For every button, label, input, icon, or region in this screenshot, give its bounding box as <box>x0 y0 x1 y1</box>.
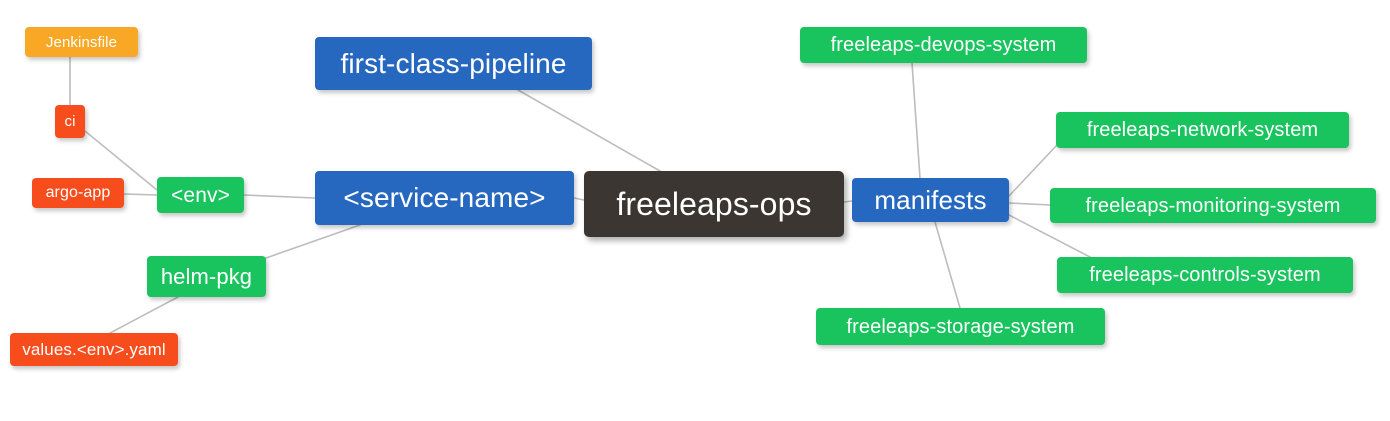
node-label: manifests <box>874 185 987 215</box>
node-label: argo-app <box>45 184 111 201</box>
node-argo-app[interactable]: argo-app <box>32 178 124 208</box>
node-label: ci <box>64 113 76 130</box>
node-freeleaps-ops[interactable]: freeleaps-ops <box>584 171 844 237</box>
node-label: first-class-pipeline <box>340 47 567 79</box>
node-env[interactable]: <env> <box>157 177 244 213</box>
node-manifests[interactable]: manifests <box>852 178 1009 222</box>
edge-helm-pkg-to-values-env-yaml <box>109 296 179 334</box>
edge-manifests-to-freeleaps-storage-system <box>934 221 961 309</box>
node-label: freeleaps-ops <box>616 186 812 222</box>
node-label: <service-name> <box>343 182 546 213</box>
node-label: values.<env>.yaml <box>22 340 166 359</box>
node-freeleaps-monitoring-system[interactable]: freeleaps-monitoring-system <box>1050 188 1376 223</box>
node-label: freeleaps-controls-system <box>1089 264 1321 286</box>
node-label: freeleaps-network-system <box>1086 119 1319 141</box>
edge-first-class-pipeline-to-freeleaps-ops <box>517 89 661 172</box>
node-freeleaps-network-system[interactable]: freeleaps-network-system <box>1056 112 1349 148</box>
node-freeleaps-storage-system[interactable]: freeleaps-storage-system <box>816 308 1105 345</box>
node-label: freeleaps-storage-system <box>846 315 1075 338</box>
edge-manifests-to-freeleaps-network-system <box>1008 145 1057 197</box>
node-label: helm-pkg <box>160 263 253 289</box>
node-freeleaps-controls-system[interactable]: freeleaps-controls-system <box>1057 257 1353 293</box>
node-label: Jenkinsfile <box>45 33 118 51</box>
node-label: freeleaps-devops-system <box>830 34 1057 56</box>
node-values-env-yaml[interactable]: values.<env>.yaml <box>10 333 178 366</box>
node-ci[interactable]: ci <box>55 105 85 138</box>
edge-manifests-to-freeleaps-devops-system <box>911 62 921 179</box>
node-freeleaps-devops-system[interactable]: freeleaps-devops-system <box>800 27 1087 63</box>
node-service-name[interactable]: <service-name> <box>315 171 574 225</box>
edge-freeleaps-ops-to-manifests <box>843 200 853 203</box>
edge-argo-app-to-env <box>123 193 158 196</box>
node-first-class-pipeline[interactable]: first-class-pipeline <box>315 37 592 90</box>
node-jenkinsfile[interactable]: Jenkinsfile <box>25 27 138 57</box>
node-label: freeleaps-monitoring-system <box>1085 194 1341 217</box>
edge-env-to-service-name <box>243 194 316 199</box>
edge-service-name-to-helm-pkg <box>265 224 361 259</box>
edge-manifests-to-freeleaps-monitoring-system <box>1008 202 1051 206</box>
node-helm-pkg[interactable]: helm-pkg <box>147 256 266 297</box>
node-label: <env> <box>171 183 230 207</box>
edge-service-name-to-freeleaps-ops <box>573 197 585 201</box>
